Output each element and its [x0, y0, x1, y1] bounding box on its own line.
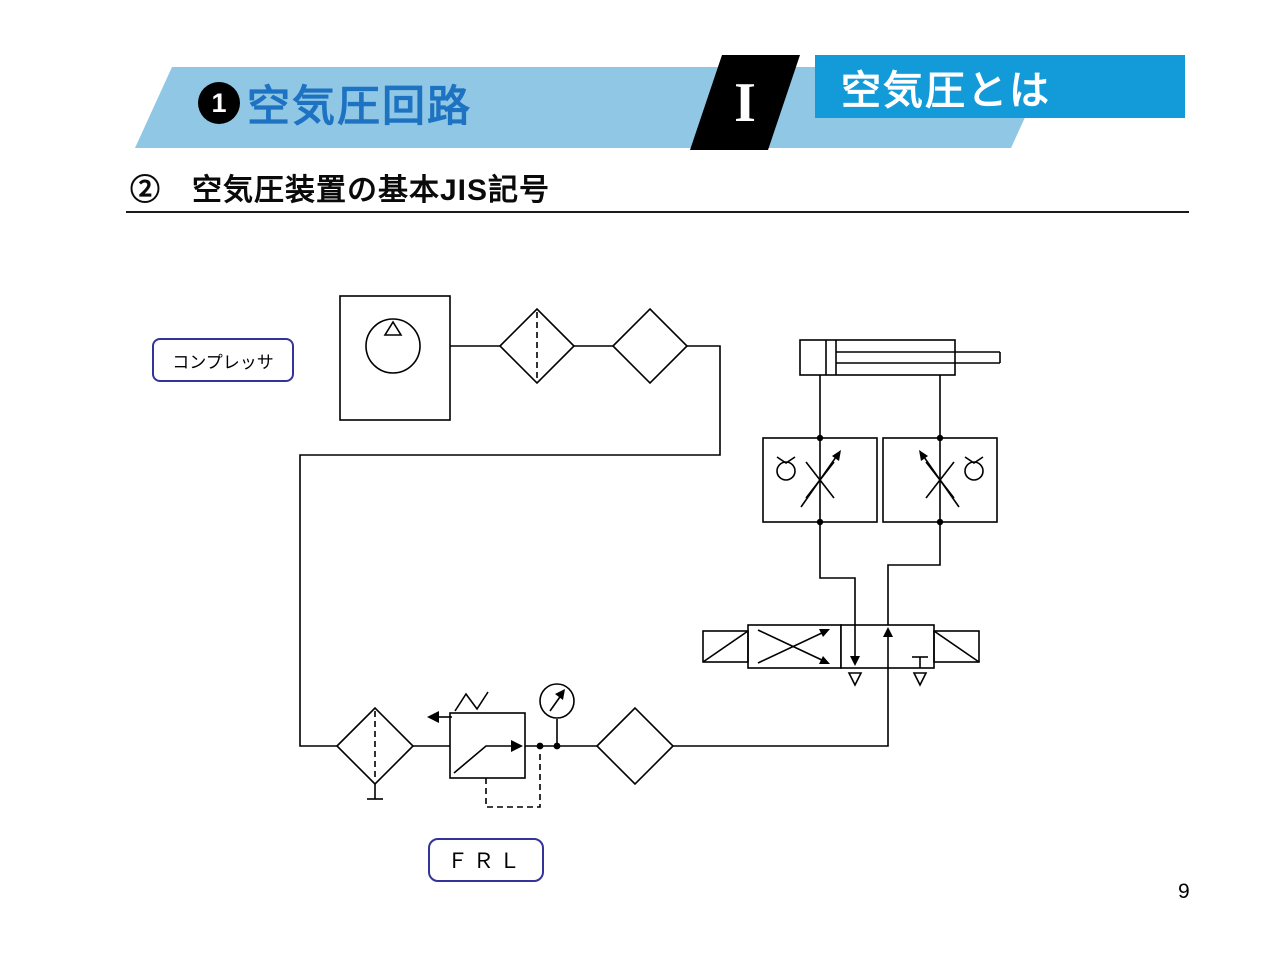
series-heading: 1 空気圧回路 — [198, 76, 472, 131]
page-number: 9 — [1178, 880, 1190, 903]
chapter-numeral: I — [734, 71, 756, 134]
frl-label-text: ＦＲＬ — [447, 850, 525, 873]
series-number-badge: 1 — [198, 82, 240, 124]
frl-filter-symbol — [335, 706, 415, 800]
chapter-title: 空気圧とは — [841, 68, 1051, 113]
cylinder-symbol — [799, 339, 1001, 376]
compressor-label: コンプレッサ — [152, 338, 294, 382]
main-filter-symbol — [498, 307, 576, 385]
section-title: ② 空気圧装置の基本JIS記号 — [130, 174, 551, 207]
chapter-title-bar: 空気圧とは — [815, 55, 1185, 118]
lubricator-symbol — [595, 706, 675, 786]
flow-control-valve-left — [762, 434, 878, 526]
pressure-gauge-symbol — [539, 683, 575, 750]
section-underline — [126, 211, 1189, 213]
frl-label: ＦＲＬ — [428, 838, 544, 882]
compressor-label-text: コンプレッサ — [172, 352, 274, 372]
compressor-symbol — [339, 295, 451, 421]
series-title: 空気圧回路 — [247, 83, 472, 131]
regulator-symbol — [427, 691, 544, 808]
flow-control-valve-right — [882, 434, 998, 526]
aftercooler-symbol — [611, 307, 689, 385]
solenoid-valve-symbol — [702, 624, 980, 687]
